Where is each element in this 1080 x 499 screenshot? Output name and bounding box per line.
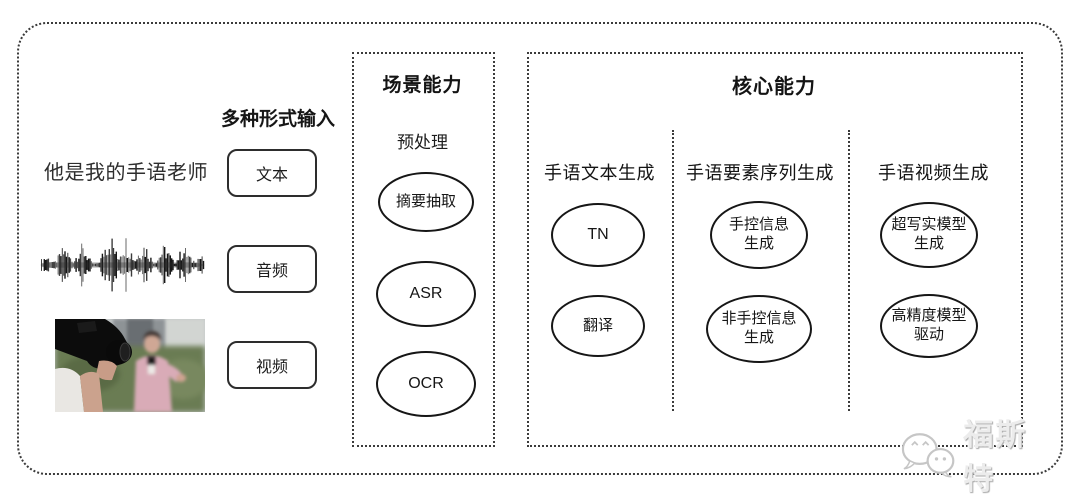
column-header-element-sequence-generation: 手语要素序列生成	[686, 163, 834, 183]
column-divider	[848, 130, 850, 411]
input-type-label: 文本	[255, 167, 288, 184]
input-type-box-text: 文本	[227, 149, 317, 197]
column-divider	[672, 130, 674, 411]
node-hyperrealistic-model-generation: 超写实模型 生成	[880, 202, 978, 268]
input-type-label: 音频	[255, 263, 288, 280]
audio-waveform-icon	[40, 238, 205, 292]
column-header-video-generation: 手语视频生成	[878, 163, 989, 183]
diagram-outer-frame	[17, 22, 1063, 475]
example-sentence-text: 他是我的手语老师	[44, 162, 208, 184]
video-thumbnail-photo	[55, 319, 205, 412]
input-type-box-video: 视频	[227, 341, 317, 389]
node-summary-extraction: 摘要抽取	[378, 172, 474, 232]
scene-box-subtitle: 预处理	[397, 133, 448, 152]
node-high-precision-model-driving: 高精度模型 驱动	[880, 294, 978, 358]
input-section-label: 多种形式输入	[220, 109, 335, 130]
watermark-text: 福斯特	[963, 419, 1028, 496]
column-header-text-generation: 手语文本生成	[544, 163, 655, 183]
watermark: 福斯特	[898, 419, 1058, 496]
node-ocr: OCR	[376, 351, 476, 417]
node-asr: ASR	[376, 261, 476, 327]
input-type-box-audio: 音频	[227, 245, 317, 293]
node-translation: 翻译	[551, 295, 645, 357]
node-tn: TN	[551, 203, 645, 267]
scene-box-title: 场景能力	[382, 75, 463, 96]
scene-capability-box	[352, 52, 495, 447]
node-nonmanual-info-generation: 非手控信息 生成	[706, 295, 812, 363]
node-manual-info-generation: 手控信息 生成	[710, 201, 808, 269]
core-box-title: 核心能力	[732, 76, 816, 98]
input-type-label: 视频	[255, 359, 288, 376]
wechat-bubbles-icon	[901, 433, 955, 478]
core-capability-box	[527, 52, 1023, 447]
